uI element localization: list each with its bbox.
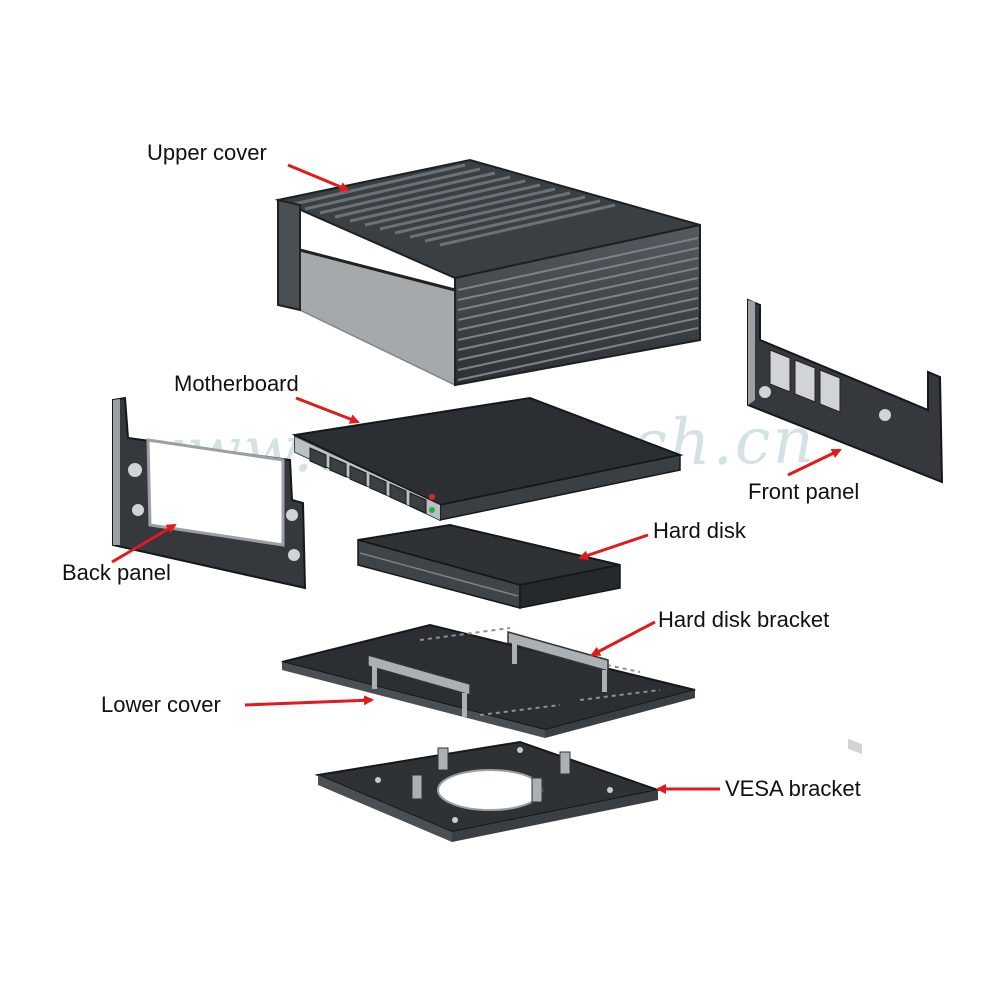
front-panel-part: [747, 298, 944, 755]
label-hard-disk-bracket: Hard disk bracket: [658, 607, 830, 632]
label-motherboard: Motherboard: [174, 371, 299, 396]
motherboard-part: [291, 396, 684, 522]
lower-cover-part: [281, 623, 696, 738]
label-vesa-bracket: VESA bracket: [725, 776, 861, 801]
arrow-hard-disk-bracket: [590, 620, 656, 657]
arrow-upper-cover: [287, 163, 350, 192]
label-hard-disk: Hard disk: [653, 518, 746, 543]
arrow-hard-disk: [578, 533, 649, 561]
upper-cover-part: [274, 158, 701, 387]
vesa-bracket-part: [314, 740, 662, 842]
label-back-panel: Back panel: [62, 560, 171, 585]
hard-disk-part: [357, 523, 621, 609]
arrow-lower-cover: [244, 695, 374, 707]
arrow-motherboard: [295, 396, 360, 424]
label-front-panel: Front panel: [748, 479, 860, 504]
label-upper-cover: Upper cover: [147, 140, 267, 165]
back-panel-part: [112, 396, 307, 590]
arrow-back-panel: [111, 523, 177, 564]
label-lower-cover: Lower cover: [101, 692, 221, 717]
arrow-front-panel: [787, 448, 842, 477]
